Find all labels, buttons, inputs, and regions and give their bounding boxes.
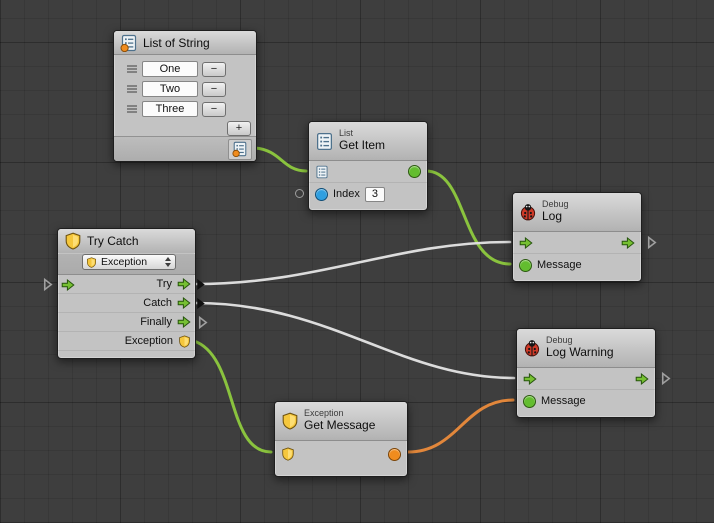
node-title: Try Catch — [87, 234, 139, 248]
node-title: Get Message — [304, 418, 376, 433]
list-item-row: − — [114, 99, 256, 119]
list-output-port[interactable] — [228, 138, 252, 160]
wire-try-to-log[interactable] — [194, 240, 512, 286]
flow-row — [513, 232, 641, 254]
node-get-item[interactable]: List Get Item Index — [308, 121, 428, 211]
wire-exception-to-getmessage[interactable] — [192, 339, 273, 454]
message-output-port[interactable] — [388, 447, 401, 461]
port-row-list — [309, 161, 427, 183]
shield-icon — [281, 412, 299, 430]
node-title: Log — [542, 209, 563, 224]
node-title: Get Item — [339, 138, 386, 153]
index-label: Index — [333, 188, 360, 200]
message-row: Message — [517, 390, 655, 412]
index-input-port[interactable] — [315, 187, 328, 201]
message-input-port[interactable] — [523, 394, 536, 408]
message-label: Message — [541, 395, 586, 407]
wire-getmessage-to-warning-message[interactable] — [406, 398, 515, 454]
list-variable-icon — [120, 34, 138, 52]
add-item-button[interactable]: + — [227, 120, 251, 136]
list-item-row: − — [114, 79, 256, 99]
flow-out-port[interactable] — [621, 237, 635, 249]
node-category: Debug — [542, 199, 569, 210]
exception-label: Exception — [124, 335, 173, 347]
list-item-row: − — [114, 59, 256, 79]
list-variable-icon — [232, 141, 248, 157]
shield-icon — [86, 257, 97, 268]
wire-getitem-to-log-message[interactable] — [424, 169, 512, 266]
warning-flow-out-unconnected[interactable] — [661, 372, 671, 385]
item-output-port[interactable] — [408, 165, 421, 178]
shield-icon — [64, 232, 82, 250]
finally-flow-out-port[interactable] — [177, 316, 191, 328]
remove-item-button[interactable]: − — [202, 101, 226, 117]
dropdown-spinner-icon — [165, 257, 172, 267]
node-title: Log Warning — [546, 345, 614, 360]
log-flow-out-unconnected[interactable] — [647, 236, 657, 249]
debug-bug-icon — [519, 203, 537, 221]
flow-in-port[interactable] — [61, 279, 75, 291]
catch-row: Catch — [58, 294, 195, 313]
list-input-port[interactable] — [315, 165, 329, 179]
message-row: Message — [513, 254, 641, 276]
list-item-input[interactable] — [142, 81, 198, 97]
wire-catch-to-logwarning[interactable] — [194, 301, 516, 380]
try-flow-out-port[interactable] — [177, 278, 191, 290]
message-input-port[interactable] — [519, 258, 532, 272]
node-header[interactable]: Debug Log Warning — [517, 329, 655, 368]
node-category: Debug — [546, 335, 573, 346]
trycatch-flow-in-unconnected[interactable] — [43, 278, 53, 291]
try-wire-stub[interactable] — [196, 278, 206, 291]
node-try-catch[interactable]: Try Catch Exception Try Catch Finally Ex… — [57, 228, 196, 359]
port-row — [275, 441, 407, 467]
index-value-input[interactable] — [364, 186, 385, 202]
node-list-of-string[interactable]: List of String − − − + — [113, 30, 257, 162]
wire-list-to-getitem[interactable] — [253, 146, 308, 173]
finally-label: Finally — [140, 316, 172, 328]
flow-out-port[interactable] — [635, 373, 649, 385]
port-row-index: Index — [309, 183, 427, 205]
node-header[interactable]: Debug Log — [513, 193, 641, 232]
list-icon — [315, 132, 334, 151]
index-unconnected-port[interactable] — [295, 189, 304, 198]
node-header[interactable]: Try Catch — [58, 229, 195, 253]
node-category: List — [339, 128, 354, 139]
node-header[interactable]: Exception Get Message — [275, 402, 407, 441]
list-bullet-icon — [126, 64, 138, 74]
try-label: Try — [156, 278, 172, 290]
exception-row: Exception — [58, 332, 195, 351]
message-label: Message — [537, 259, 582, 271]
try-row: Try — [58, 275, 195, 294]
list-item-input[interactable] — [142, 61, 198, 77]
flow-in-port[interactable] — [523, 373, 537, 385]
list-bullet-icon — [126, 104, 138, 114]
remove-item-button[interactable]: − — [202, 81, 226, 97]
flow-row — [517, 368, 655, 390]
node-debug-log[interactable]: Debug Log Message — [512, 192, 642, 282]
node-category: Exception — [304, 408, 344, 419]
debug-bug-icon — [523, 339, 541, 357]
node-header[interactable]: List of String — [114, 31, 256, 55]
catch-wire-stub[interactable] — [196, 297, 206, 310]
dropdown-value: Exception — [101, 256, 148, 268]
node-log-warning[interactable]: Debug Log Warning Message — [516, 328, 656, 418]
exception-type-dropdown[interactable]: Exception — [82, 254, 176, 270]
finally-unconnected[interactable] — [198, 316, 208, 329]
remove-item-button[interactable]: − — [202, 61, 226, 77]
node-header[interactable]: List Get Item — [309, 122, 427, 161]
exception-output-port[interactable] — [178, 335, 191, 348]
list-bullet-icon — [126, 84, 138, 94]
catch-label: Catch — [143, 297, 172, 309]
node-get-message[interactable]: Exception Get Message — [274, 401, 408, 477]
flow-in-port[interactable] — [519, 237, 533, 249]
list-item-input[interactable] — [142, 101, 198, 117]
catch-flow-out-port[interactable] — [177, 297, 191, 309]
finally-row: Finally — [58, 313, 195, 332]
node-footer — [114, 136, 256, 161]
exception-input-port[interactable] — [281, 447, 295, 461]
node-title: List of String — [143, 35, 210, 50]
